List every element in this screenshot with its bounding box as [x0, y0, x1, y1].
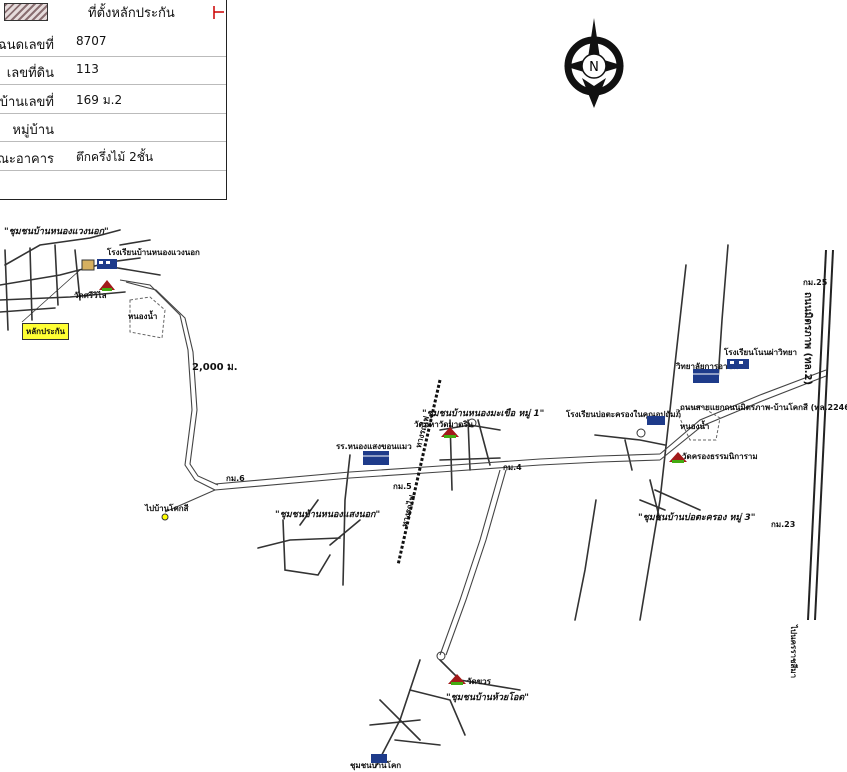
- info-row-title-deed: โฉนดเลขที่ 8707: [0, 28, 226, 57]
- route-markers: [436, 418, 646, 661]
- km-label: กม.5: [393, 482, 412, 491]
- km-label: กม.25: [803, 278, 828, 287]
- km-label: กม.4: [503, 463, 522, 472]
- distance-label: 2,000 ม.: [192, 362, 238, 373]
- highway-name-label: ถนนมิตรภาพ (ทล.2): [802, 292, 813, 386]
- community-label: "ชุมชนบ้านหนองมะเขือ หมู่ 1": [422, 409, 545, 419]
- school-label: รร.หนองแสงขอนแมว: [336, 442, 412, 451]
- temple-label: วัดขวร: [467, 677, 491, 686]
- school-label: โรงเรียนโนนผ่าวิทยา: [724, 348, 798, 357]
- collateral-marker-label: หลักประกัน: [22, 323, 70, 340]
- dashed-area: [129, 296, 721, 441]
- school-label: โรงเรียนบ้านหนองแวงนอก: [107, 248, 200, 257]
- info-row-village: หมู่บ้าน: [0, 113, 226, 142]
- compass-letter: N: [589, 60, 599, 75]
- community-label: "ชุมชนบ้านห้วยโอด": [446, 693, 529, 703]
- info-row-land-number: เลขที่ดิน 113: [0, 56, 226, 85]
- college-icon: [693, 369, 719, 383]
- mittraphap-highway: [807, 249, 834, 621]
- marker-leader: [21, 269, 81, 323]
- temple-label: วัดครองธรรมนิการาม: [682, 452, 758, 461]
- baan-khok-dot: [161, 513, 169, 521]
- temple-icon: [448, 674, 466, 685]
- community-label: "ชุมชนบ้านบ่อตะครอง หมู่ 3": [638, 513, 756, 523]
- destination-label: ไปบ้านโคกสี: [145, 504, 189, 513]
- college-label: วิทยาลัยการอาชีพ: [676, 362, 739, 371]
- pond-label: หนองน้ำ: [680, 422, 710, 431]
- school-label: โรงเรียนบ่อตะครองในคุณอุปถัมภ์: [566, 410, 681, 419]
- temple-icon: [669, 452, 687, 463]
- community-label: ชุมชนบ้านโคก: [350, 761, 402, 770]
- temple-icon: [99, 280, 115, 291]
- signpost-icon: [213, 6, 224, 19]
- temple-icon: [441, 427, 459, 438]
- local-roads: [0, 229, 729, 768]
- info-row-building-type: ลักษณะอาคาร ตึกครึ่งไม้ 2ชั้น: [0, 142, 226, 171]
- railway-line: [396, 379, 442, 566]
- school-icon: [727, 359, 749, 369]
- destination-label: ไปนครราชสีมา: [789, 625, 798, 679]
- highway-label: ถนนสายแยกถนนมิตรภาพ-บ้านโคกสี (ทล.2246): [680, 403, 847, 412]
- school-icon: [371, 754, 387, 763]
- school-icon: [97, 259, 117, 269]
- info-row-house-number: บ้านเลขที่ 169 ม.2: [0, 85, 226, 114]
- temple-label: วัดศรีวิไล: [74, 291, 107, 300]
- temple-label: วัดมหาวัดมาตริน: [414, 420, 474, 429]
- collateral-legend-swatch: [4, 3, 48, 21]
- km-label: กม.6: [226, 474, 245, 483]
- school-icon: [647, 416, 665, 425]
- pond-label: หนองน้ำ: [128, 312, 158, 321]
- info-panel: ที่ตั้งหลักประกัน โฉนดเลขที่ 8707 เลขที่…: [0, 0, 227, 200]
- school-icon: [363, 451, 389, 465]
- community-label: "ชุมชนบ้านหนองแสงนอก": [275, 510, 381, 520]
- km-label: กม.23: [771, 520, 796, 529]
- community-label: "ชุมชนบ้านหนองแวงนอก": [4, 227, 109, 237]
- main-roads: [119, 279, 827, 656]
- collateral-plot: [81, 259, 95, 271]
- north-arrow-icon: N: [564, 18, 624, 108]
- legend-label: ที่ตั้งหลักประกัน: [88, 6, 175, 21]
